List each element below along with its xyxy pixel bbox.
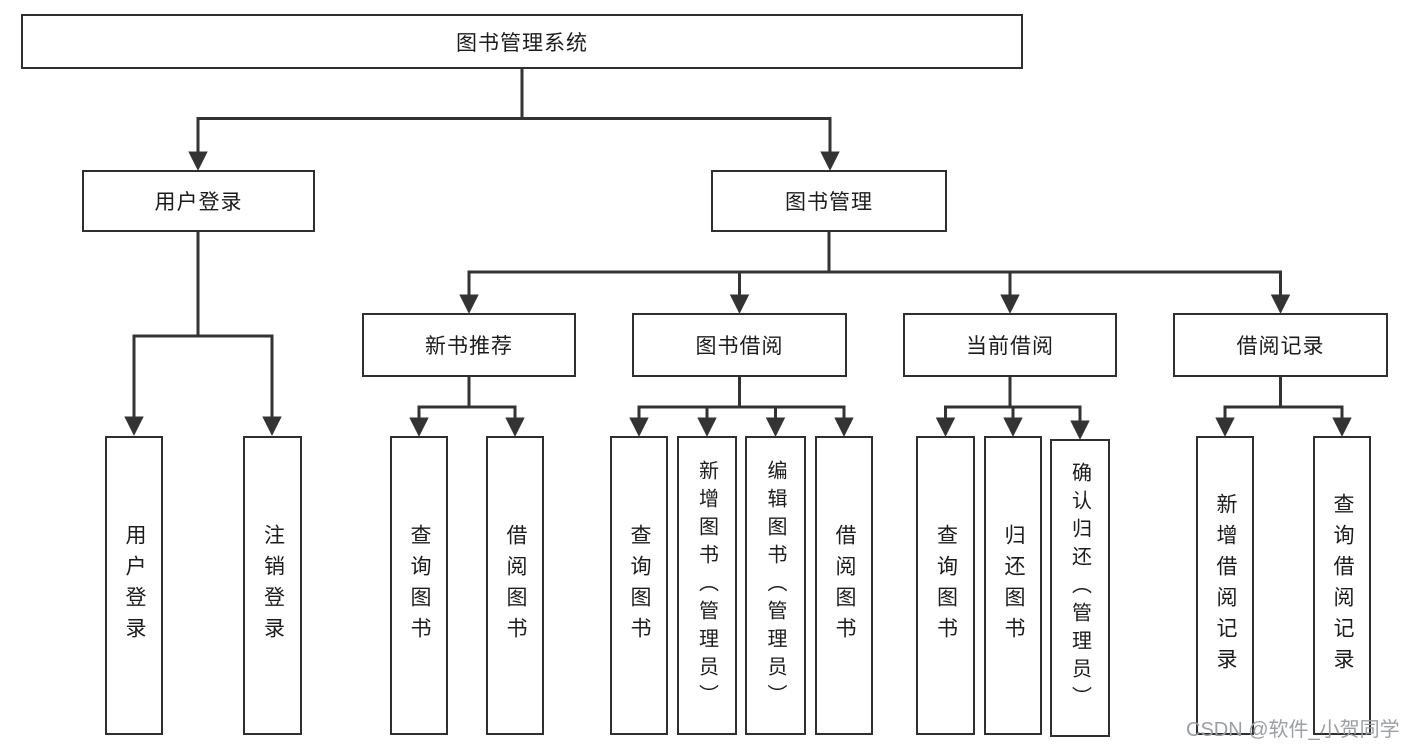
node-confirm-return-admin: 确认归还（管理员） — [1050, 439, 1110, 737]
node-new-book-recommend: 新书推荐 — [362, 313, 576, 377]
node-query-books-recommend: 查询图书 — [390, 436, 448, 735]
node-current-borrow: 当前借阅 — [903, 313, 1117, 377]
node-book-management: 图书管理 — [711, 170, 947, 232]
connector-book-borrow — [639, 377, 844, 409]
node-borrow-books-leaf: 借阅图书 — [815, 436, 873, 735]
node-query-books-current: 查询图书 — [916, 436, 975, 735]
connector-current-borrow — [945, 377, 1080, 409]
node-book-borrow: 图书借阅 — [632, 313, 847, 377]
node-edit-book-admin: 编辑图书（管理员） — [745, 436, 806, 735]
connector-borrow-records — [1225, 377, 1342, 409]
node-borrow-records: 借阅记录 — [1173, 313, 1388, 377]
node-library-management-system: 图书管理系统 — [21, 14, 1023, 69]
connector-root — [198, 69, 830, 120]
node-borrow-books-recommend: 借阅图书 — [486, 436, 544, 735]
connector-user-login — [134, 232, 272, 338]
watermark: CSDN @软件_小贺同学 — [1186, 719, 1400, 741]
node-query-borrow-record: 查询借阅记录 — [1313, 436, 1371, 735]
node-query-books-borrow: 查询图书 — [610, 436, 668, 735]
node-return-books: 归还图书 — [984, 436, 1042, 735]
connector-new-book — [419, 377, 515, 409]
node-add-borrow-record: 新增借阅记录 — [1196, 436, 1254, 735]
node-user-login: 用户登录 — [82, 170, 315, 232]
node-logout-leaf: 注销登录 — [243, 436, 302, 735]
connector-book-management — [469, 232, 1281, 274]
node-add-book-admin: 新增图书（管理员） — [677, 436, 737, 735]
node-user-login-leaf: 用户登录 — [105, 436, 163, 735]
